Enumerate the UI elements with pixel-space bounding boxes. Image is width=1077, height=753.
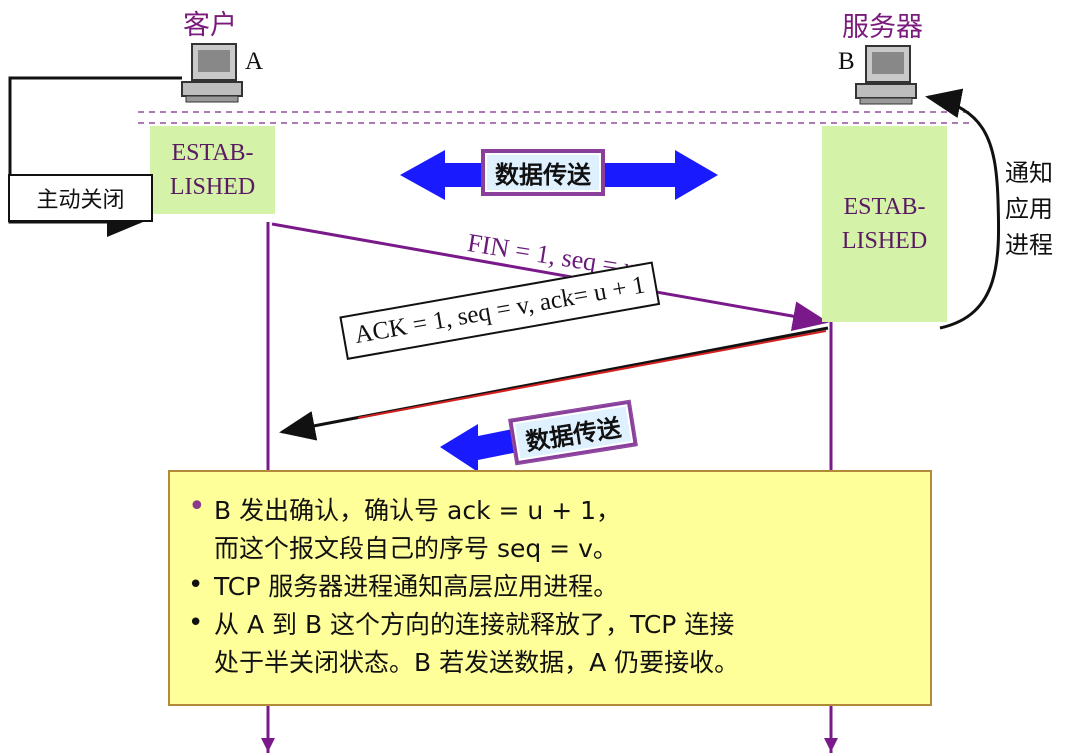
note-list: B 发出确认，确认号 ack = u + 1， 而这个报文段自己的序号 seq … bbox=[184, 488, 916, 682]
client-role-label: 客户 bbox=[183, 10, 237, 41]
server-state-established: ESTAB- LISHED bbox=[822, 126, 947, 322]
client-letter-label: A bbox=[245, 48, 264, 75]
active-close-bracket bbox=[8, 76, 182, 237]
computer-icon-client bbox=[181, 43, 243, 103]
fin-arrow bbox=[271, 222, 829, 332]
server-role-label: 服务器 bbox=[842, 12, 923, 43]
notify-app-label: 通知 应用 进程 bbox=[1005, 159, 1053, 259]
note-item-2: TCP 服务器进程通知高层应用进程。 bbox=[184, 566, 916, 606]
notify-app-curve bbox=[925, 88, 1001, 330]
note-item-3: 从 A 到 B 这个方向的连接就释放了，TCP 连接 处于半关闭状态。B 若发送… bbox=[184, 604, 916, 682]
server-timeline-arrowhead bbox=[824, 738, 838, 752]
client-state-established: ESTAB- LISHED bbox=[150, 126, 275, 214]
computer-icon-server bbox=[855, 45, 917, 105]
server-letter-label: B bbox=[838, 48, 855, 75]
data-transfer-left-arrow bbox=[440, 424, 518, 472]
note-item-1: B 发出确认，确认号 ack = u + 1， 而这个报文段自己的序号 seq … bbox=[184, 488, 916, 568]
ack-red-mark bbox=[357, 330, 827, 419]
explanation-note: B 发出确认，确认号 ack = u + 1， 而这个报文段自己的序号 seq … bbox=[168, 470, 932, 706]
active-close-label: 主动关闭 bbox=[8, 174, 153, 222]
data-transfer-tag-top: 数据传送 bbox=[482, 150, 604, 195]
client-timeline-arrowhead bbox=[261, 738, 275, 752]
